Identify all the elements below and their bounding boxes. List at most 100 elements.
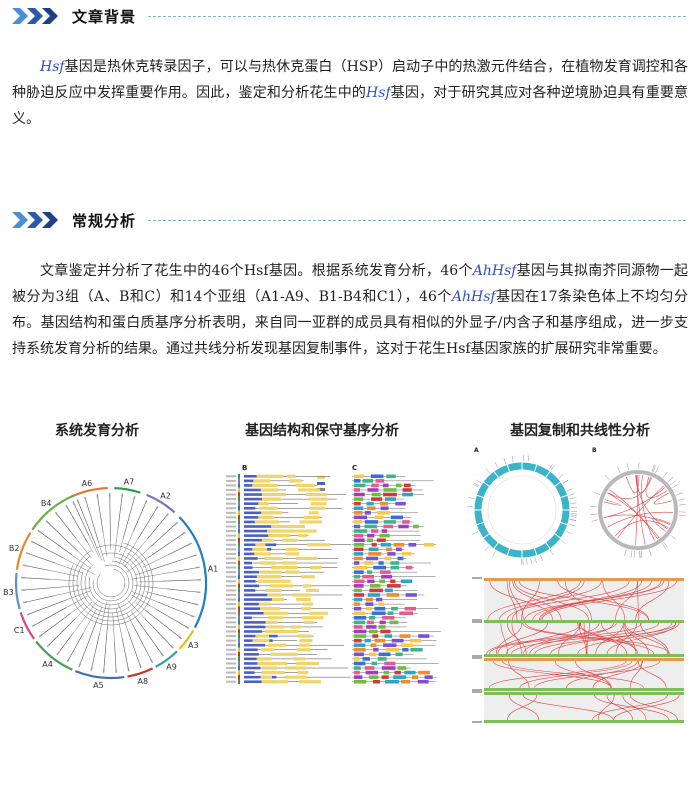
subgroup-strip — [238, 519, 240, 525]
motif-block — [354, 570, 364, 574]
subgroup-strip — [238, 515, 240, 520]
synteny-link — [495, 622, 523, 655]
cds-block — [252, 639, 270, 643]
subgroup-strip — [238, 542, 240, 548]
gene-id — [226, 566, 236, 569]
clade-arc — [146, 493, 176, 514]
gene-id — [226, 530, 236, 533]
cds-block — [290, 625, 301, 629]
motif-block — [399, 634, 411, 638]
motif-block — [354, 515, 367, 520]
motif-block — [380, 570, 391, 574]
motif-block — [371, 497, 383, 501]
cds-block — [309, 511, 319, 515]
motif-block — [354, 666, 361, 670]
tree-leaf-label — [155, 505, 159, 511]
synteny-link — [623, 622, 649, 655]
gene-label-tick — [473, 484, 479, 488]
motif-block — [364, 638, 371, 643]
motif-block — [410, 647, 423, 652]
motif-block — [369, 616, 376, 620]
tree-branch — [126, 612, 133, 624]
tree-branch — [150, 524, 175, 547]
paragraph-text: 基因是热休克转录因子，可以与热休克蛋白（HSP）启动子中的热激元件结合，在植物发… — [12, 59, 688, 101]
motif-block — [395, 501, 406, 506]
tree-branch — [49, 579, 76, 582]
tree-leaf-label — [192, 554, 197, 557]
subgroup-strip — [238, 505, 240, 511]
gene-label-tick — [590, 513, 598, 515]
cds-block — [252, 483, 278, 488]
motif-block — [354, 547, 364, 552]
collinear-link — [607, 511, 673, 528]
gene-label-tick — [672, 483, 679, 489]
synteny-link — [521, 580, 540, 621]
gene-label-tick — [651, 464, 655, 472]
gene-label-tick — [662, 471, 668, 478]
figure-title-structure: 基因结构和保守基序分析 — [245, 423, 399, 439]
gene-id — [226, 516, 236, 519]
collinear-link — [626, 475, 640, 494]
motif-block — [386, 584, 401, 588]
gene-id — [226, 580, 236, 583]
cds-block — [285, 552, 300, 556]
utr-block — [244, 589, 256, 592]
clade-arc — [114, 486, 141, 494]
tree-branch — [72, 544, 150, 622]
utr-block — [244, 493, 263, 496]
motif-block — [397, 666, 407, 670]
gene-id — [226, 676, 236, 679]
cds-block — [271, 652, 297, 656]
gene-id — [226, 584, 236, 587]
cds-block — [254, 552, 271, 556]
cds-block — [262, 666, 277, 670]
motif-block — [354, 538, 365, 542]
tree-branch — [80, 621, 97, 664]
gene-label-tick — [568, 524, 575, 527]
gene-id — [226, 475, 236, 478]
chromosome-bar — [484, 658, 684, 661]
tree-leaf-label — [184, 625, 190, 629]
tree-branch — [95, 545, 103, 561]
motif-block — [354, 533, 364, 538]
synteny-link — [597, 694, 615, 721]
motif-block — [401, 552, 412, 556]
cds-block — [258, 506, 278, 510]
tree-leaf-label — [127, 667, 130, 672]
gene-id — [226, 575, 236, 578]
cds-block — [261, 492, 287, 497]
motif-block — [354, 652, 364, 657]
gene-label-tick — [626, 463, 629, 471]
motif-block — [387, 611, 394, 616]
utr-block — [244, 584, 260, 588]
synteny-background — [484, 581, 684, 620]
motif-block — [382, 616, 395, 620]
tree-leaf-label — [160, 652, 164, 657]
synteny-link — [534, 622, 677, 655]
subgroup-strip — [238, 601, 240, 607]
synteny-link — [518, 580, 649, 621]
motif-block — [371, 611, 386, 616]
tree-branch — [144, 618, 171, 646]
tree-leaf-label — [150, 658, 154, 664]
gene-label-tick — [652, 465, 656, 472]
gene-id — [226, 644, 236, 647]
motif-block — [354, 561, 360, 565]
subgroup-strip — [238, 679, 240, 684]
clade-arc — [155, 650, 178, 668]
paragraph-text: 文章鉴定并分析了花生中的46个Hsf基因。根据系统发育分析，46个 — [40, 263, 473, 279]
utr-block — [244, 506, 256, 510]
motif-block — [354, 593, 365, 597]
synteny-link — [583, 622, 588, 655]
synteny-link — [635, 580, 670, 621]
motif-block — [379, 620, 386, 625]
motif-block — [423, 542, 435, 547]
gene-label-tick — [563, 479, 569, 484]
cds-block — [265, 588, 282, 593]
cds-block — [267, 625, 285, 629]
synteny-link — [508, 580, 524, 621]
tree-branch — [55, 563, 84, 574]
motif-block — [408, 542, 417, 547]
chromosome-gap — [559, 521, 568, 526]
subgroup-strip — [238, 652, 240, 657]
